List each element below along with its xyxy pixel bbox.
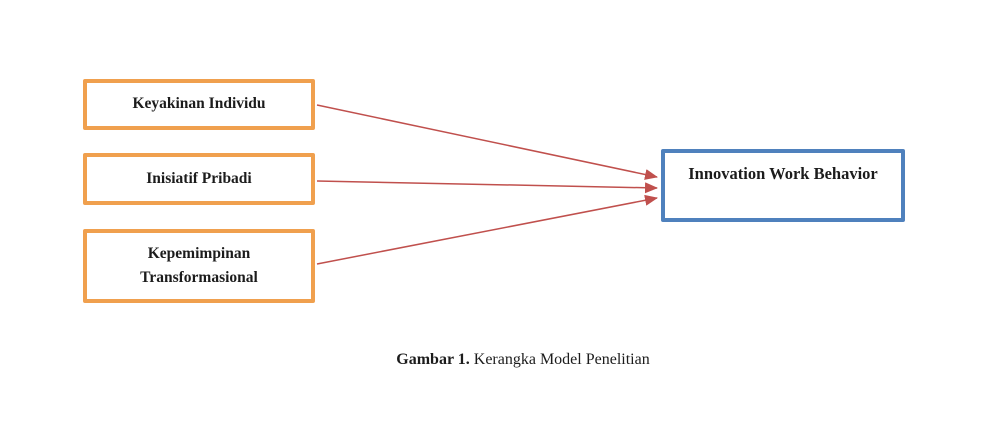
node-label: Kepemimpinan Transformasional xyxy=(140,244,258,286)
node-inisiatif-pribadi: Inisiatif Pribadi xyxy=(83,153,315,205)
arrow-keyakinan-to-iwb xyxy=(316,104,658,180)
figure-caption-title: Kerangka Model Penelitian xyxy=(469,351,650,368)
node-label: Inisiatif Pribadi xyxy=(146,169,252,187)
node-label: Innovation Work Behavior xyxy=(688,164,878,183)
figure-caption-label: Gambar 1. xyxy=(396,351,470,368)
node-keyakinan-individu: Keyakinan Individu xyxy=(83,79,315,130)
arrow-kepemimpinan-to-iwb xyxy=(316,194,658,265)
node-innovation-work-behavior: Innovation Work Behavior xyxy=(661,149,905,222)
node-label: Keyakinan Individu xyxy=(132,95,266,113)
arrow-inisiatif-to-iwb xyxy=(316,180,658,194)
figure-caption: Gambar 1. Kerangka Model Penelitian xyxy=(396,351,649,369)
node-kepemimpinan-transformasional: Kepemimpinan Transformasional xyxy=(83,229,315,303)
